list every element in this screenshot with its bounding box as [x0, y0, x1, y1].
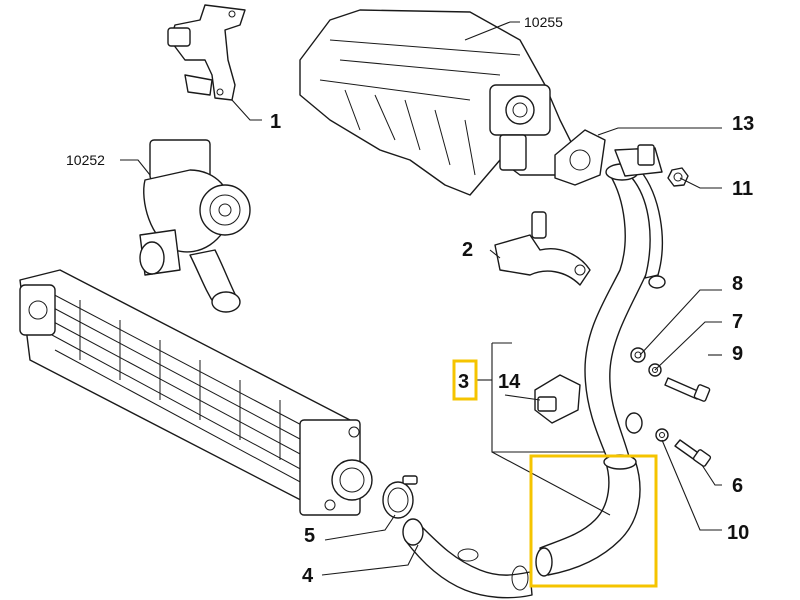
intercooler — [19, 269, 373, 516]
highlight-box-hose-3 — [529, 454, 658, 588]
pressure-sensor — [534, 374, 581, 424]
intake-manifold — [299, 9, 576, 196]
lower-hose — [402, 518, 533, 599]
callout-14: 14 — [498, 371, 521, 393]
ref-label-10252: 10252 — [66, 152, 105, 168]
highlighted-hose — [535, 454, 641, 577]
callout-13: 13 — [732, 113, 754, 135]
highlight-box-label-3 — [452, 359, 478, 401]
callout-9: 9 — [732, 343, 743, 365]
nut-11 — [667, 167, 689, 187]
callout-11: 11 — [732, 178, 753, 200]
hose-bracket — [494, 211, 591, 286]
callout-6: 6 — [732, 475, 743, 497]
mounting-bracket — [167, 4, 246, 101]
washer-10 — [655, 428, 669, 442]
callout-7: 7 — [732, 311, 743, 333]
callout-3: 3 — [458, 371, 469, 393]
ref-label-10255: 10255 — [524, 14, 563, 30]
washer-8 — [630, 347, 646, 363]
pipe-flange — [554, 129, 663, 186]
bolt-9 — [664, 377, 711, 402]
hose-clamp — [382, 475, 418, 519]
callout-4: 4 — [302, 565, 314, 587]
turbocharger — [139, 139, 251, 313]
leader-lines — [120, 21, 722, 576]
callout-1: 1 — [270, 111, 281, 133]
bolt-6 — [674, 439, 712, 467]
callout-2: 2 — [462, 239, 473, 261]
callout-10: 10 — [727, 522, 749, 544]
callout-8: 8 — [732, 273, 743, 295]
main-air-pipe — [584, 163, 666, 471]
callout-5: 5 — [304, 525, 315, 547]
